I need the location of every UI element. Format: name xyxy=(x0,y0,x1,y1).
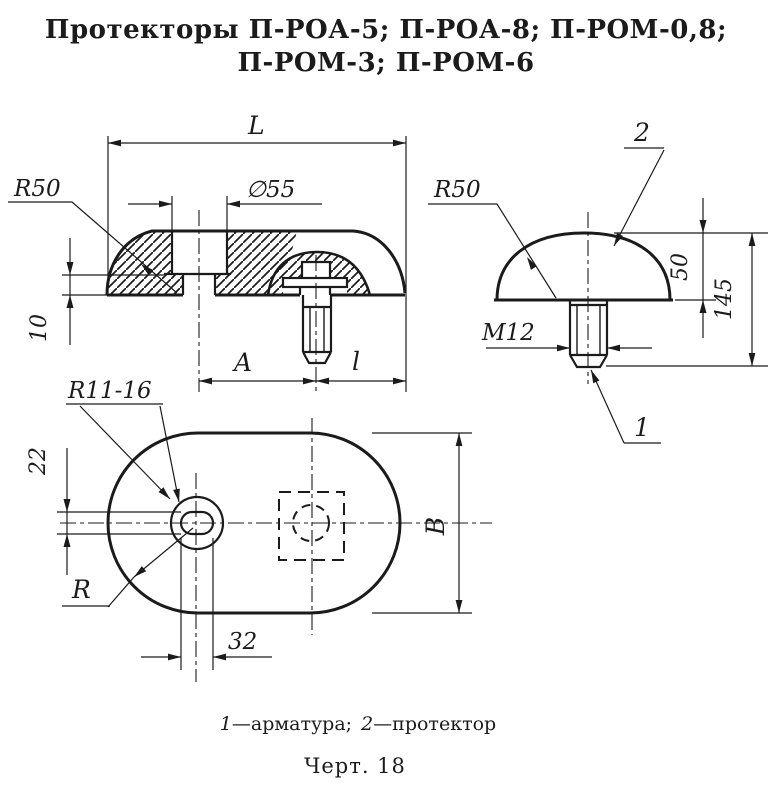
dim-32-text: 32 xyxy=(228,629,257,655)
dim-m12: M12 xyxy=(481,320,652,352)
label-r11-16-text: R11-16 xyxy=(67,378,152,404)
callout-1: 1 xyxy=(590,369,661,444)
recess-counterbore xyxy=(164,231,231,295)
dim-10: 10 xyxy=(27,238,164,345)
label-r50-side: R50 xyxy=(8,176,178,294)
dim-m12-text: M12 xyxy=(481,320,535,346)
dim-22: 22 xyxy=(26,447,181,575)
side-section-view: L ∅55 10 A l R50 xyxy=(8,111,407,503)
dim-L-text: L xyxy=(247,111,265,140)
caption-item2-number: 2 xyxy=(360,713,373,735)
label-r11-16: R11-16 xyxy=(66,378,180,503)
callout-1-text: 1 xyxy=(634,413,650,442)
label-r50-front-text: R50 xyxy=(433,177,481,203)
label-r: R xyxy=(62,527,194,608)
body-outline xyxy=(105,229,407,296)
hidden-bolt-circle xyxy=(292,504,330,542)
dim-B: B xyxy=(372,432,472,614)
callout-2-text: 2 xyxy=(633,118,650,147)
bolt-stud xyxy=(568,300,609,369)
figure-number: Черт. 18 xyxy=(304,754,406,778)
dim-50-text: 50 xyxy=(668,253,693,281)
dim-145: 145 xyxy=(712,233,756,366)
front-view: 50 145 M12 R50 2 1 xyxy=(428,118,768,444)
dim-10-text: 10 xyxy=(27,314,52,342)
dim-145-text: 145 xyxy=(712,278,737,320)
hatch-armature-pocket xyxy=(268,252,370,295)
dim-l-text: l xyxy=(352,347,360,376)
dome-outline xyxy=(495,231,672,301)
caption-item1-text: —арматура; xyxy=(232,713,352,735)
dim-diameter-55: ∅55 xyxy=(128,177,322,231)
caption-item2-text: —протектор xyxy=(373,713,496,735)
dim-d55-text: ∅55 xyxy=(246,177,295,203)
plan-view: 22 32 B R xyxy=(26,418,492,682)
callout-2: 2 xyxy=(613,118,665,247)
embedded-bolt xyxy=(281,260,349,365)
armature-pocket-arc xyxy=(266,250,372,296)
title-line-2: П-РОМ-3; П-РОМ-6 xyxy=(237,48,534,78)
stadium-outline xyxy=(106,431,402,615)
label-r-text: R xyxy=(71,575,91,604)
caption-item1-number: 1 xyxy=(220,713,232,735)
dim-A-text: A xyxy=(232,348,252,377)
dim-L: L xyxy=(107,111,407,392)
front-extension-lines xyxy=(606,232,768,367)
dim-B-text: B xyxy=(421,517,450,536)
dim-50: 50 xyxy=(668,198,707,338)
title-line-1: Протекторы П-РОА-5; П-РОА-8; П-РОМ-0,8; xyxy=(45,15,727,45)
label-r50-front: R50 xyxy=(428,177,557,299)
figure-caption: 1—арматура; 2—протектор Черт. 18 xyxy=(220,713,496,778)
dim-22-text: 22 xyxy=(26,447,51,476)
caption-legend: 1—арматура; 2—протектор xyxy=(220,713,496,735)
dim-32: 32 xyxy=(141,538,272,670)
label-r50-side-text: R50 xyxy=(13,176,61,202)
hidden-plate-square xyxy=(278,491,345,561)
dim-A-l: A l xyxy=(199,347,406,385)
drawing-title: Протекторы П-РОА-5; П-РОА-8; П-РОМ-0,8; … xyxy=(45,15,727,78)
